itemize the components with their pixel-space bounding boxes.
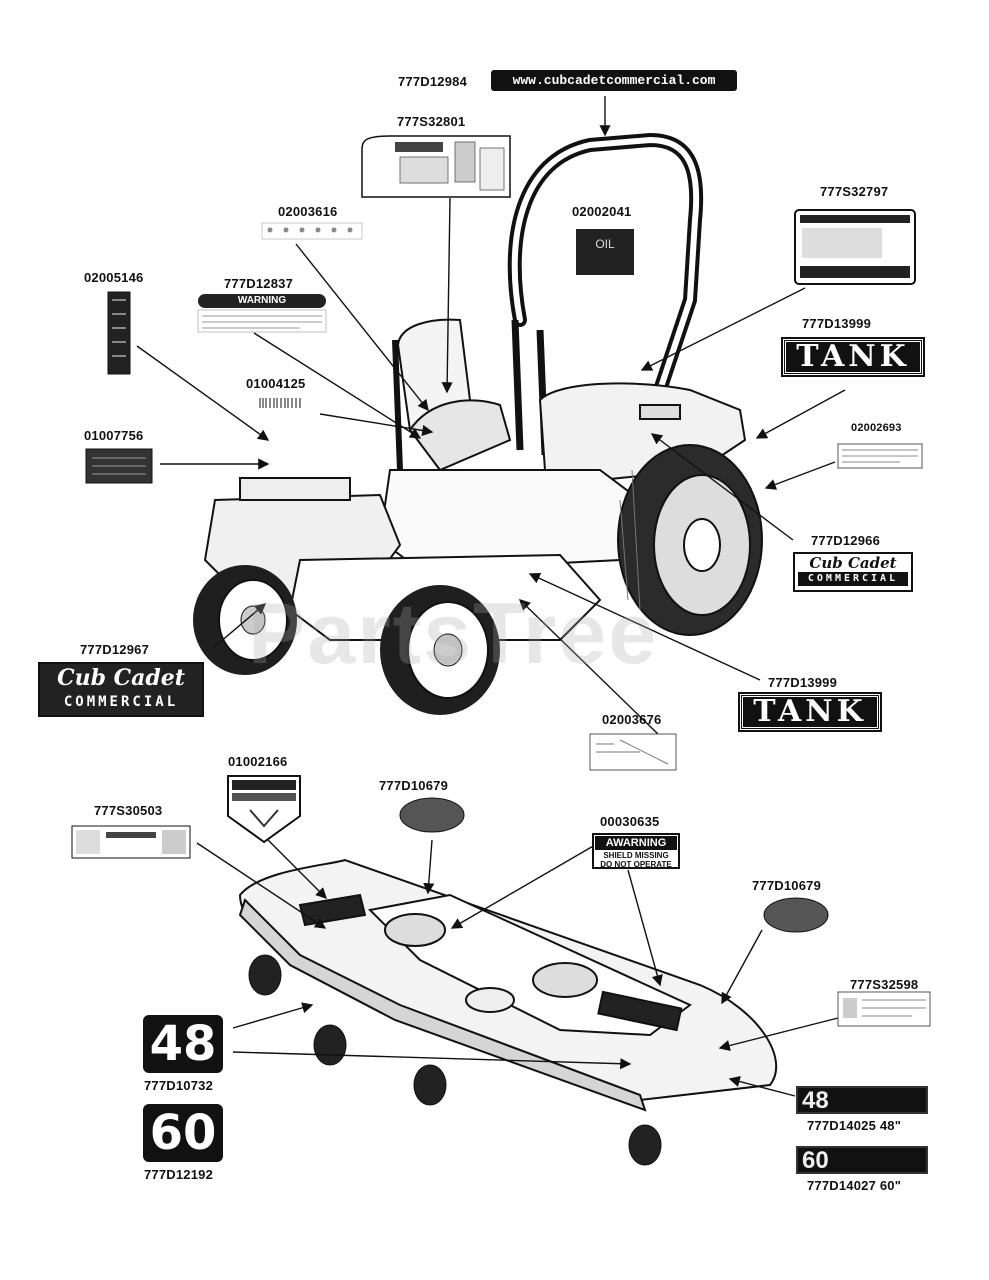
part-number-777D14025[interactable]: 777D14025 48"	[807, 1118, 902, 1133]
decal-02003676	[589, 733, 677, 771]
decal-777D12837	[197, 294, 327, 333]
part-number-02003676[interactable]: 02003676	[602, 712, 662, 727]
decal-777D10679-right	[763, 897, 829, 933]
commercial-text-large: COMMERCIAL	[63, 694, 179, 710]
decal-777D14025: 48	[796, 1086, 928, 1114]
part-number-777D12192[interactable]: 777D12192	[144, 1167, 214, 1182]
deck-label-60-number: 60	[802, 1147, 829, 1174]
cutting-deck	[238, 858, 778, 1112]
watermark: PartsTree	[248, 586, 659, 682]
cub-cadet-logo-text: Cub Cadet	[809, 554, 897, 572]
decal-cub-cadet-commercial-large: Cub Cadet COMMERCIAL	[38, 662, 204, 717]
part-number-777D14027[interactable]: 777D14027 60"	[807, 1178, 902, 1193]
part-number-777D10679-right[interactable]: 777D10679	[752, 878, 822, 893]
decal-01007756	[85, 448, 153, 484]
oil-label: OIL	[595, 237, 615, 251]
decal-tank-top: TANK	[781, 337, 925, 377]
cub-cadet-logo-text-large: Cub Cadet	[57, 665, 185, 691]
warning-header: AWARNING	[595, 836, 677, 850]
part-number-01004125[interactable]: 01004125	[246, 376, 306, 391]
part-number-777S32801[interactable]: 777S32801	[397, 114, 466, 129]
deck-label-48-number: 48	[802, 1087, 829, 1114]
decal-01002166	[227, 775, 301, 844]
part-number-02002041[interactable]: 02002041	[572, 204, 632, 219]
front-caster-right	[380, 585, 500, 715]
decal-00030635-warning: AWARNING SHIELD MISSING DO NOT OPERATE	[592, 833, 680, 869]
part-number-777D12967[interactable]: 777D12967	[80, 642, 150, 657]
part-number-777D12966[interactable]: 777D12966	[811, 533, 881, 548]
rear-tire	[617, 444, 763, 636]
part-number-00030635[interactable]: 00030635	[600, 814, 660, 829]
decal-777S32797	[794, 209, 916, 285]
part-number-02002693[interactable]: 02002693	[851, 422, 902, 434]
decal-02002693	[837, 443, 923, 469]
part-number-777D10679-left[interactable]: 777D10679	[379, 778, 449, 793]
commercial-text: COMMERCIAL	[798, 572, 908, 586]
front-caster-left	[193, 565, 297, 675]
decal-777D10679-left	[399, 797, 465, 833]
decal-tank-bottom: TANK	[738, 692, 882, 732]
decal-777S30503	[71, 825, 191, 859]
decal-777S32598	[837, 991, 931, 1027]
part-number-01007756[interactable]: 01007756	[84, 428, 144, 443]
part-number-02005146[interactable]: 02005146	[84, 270, 144, 285]
decal-02002041-oil: OIL	[576, 229, 634, 275]
decal-02003616	[261, 222, 363, 240]
warning-line-1: SHIELD MISSING	[603, 851, 669, 860]
part-number-777S30503[interactable]: 777S30503	[94, 803, 163, 818]
decal-01004125	[259, 398, 301, 408]
part-number-777D13999-top[interactable]: 777D13999	[802, 316, 872, 331]
part-number-01002166[interactable]: 01002166	[228, 754, 288, 769]
leader-lines	[136, 96, 846, 1097]
decal-deck-48: 48	[143, 1015, 223, 1073]
part-number-777D10732[interactable]: 777D10732	[144, 1078, 214, 1093]
part-number-777D12984[interactable]: 777D12984	[398, 74, 468, 89]
decal-url: www.cubcadetcommercial.com	[491, 70, 737, 91]
decal-cub-cadet-commercial-small: Cub Cadet COMMERCIAL	[793, 552, 913, 592]
part-number-777D13999-bottom[interactable]: 777D13999	[768, 675, 838, 690]
decal-777D12837-warning-word: WARNING	[237, 295, 287, 306]
part-number-02003616[interactable]: 02003616	[278, 204, 338, 219]
warning-line-2: DO NOT OPERATE	[600, 860, 672, 869]
decal-777D14027: 60	[796, 1146, 928, 1174]
part-number-777D12837[interactable]: 777D12837	[224, 276, 294, 291]
part-number-777S32797[interactable]: 777S32797	[820, 184, 889, 199]
part-number-777S32598[interactable]: 777S32598	[850, 977, 919, 992]
decal-deck-60: 60	[143, 1104, 223, 1162]
decal-02005146	[107, 291, 131, 375]
decal-777S32801	[361, 135, 511, 198]
